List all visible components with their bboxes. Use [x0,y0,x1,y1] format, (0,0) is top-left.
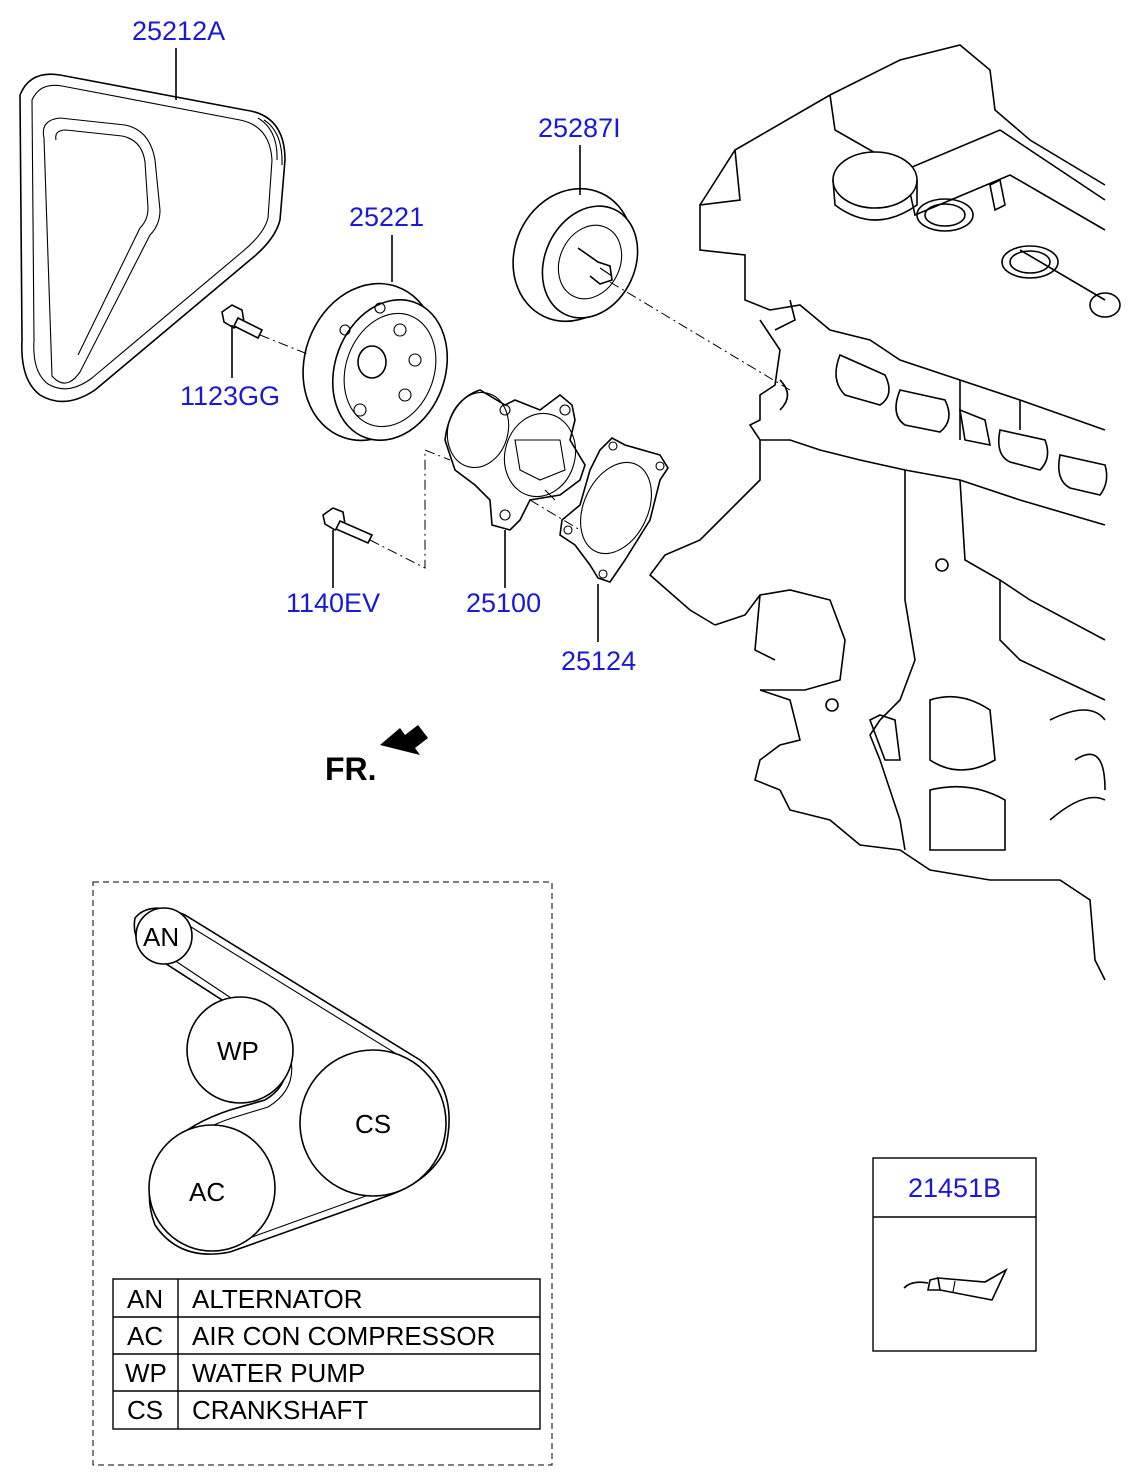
part-label-gasket[interactable]: 25124 [561,646,636,676]
front-arrow-icon [380,725,428,755]
pulley-cs [299,1049,447,1197]
part-label-water-pump[interactable]: 25100 [466,588,541,618]
legend-name: ALTERNATOR [192,1284,362,1314]
part-label-tensioner-pulley[interactable]: 25287I [538,113,621,143]
gasket-illustration [559,437,669,583]
pulley-ac [148,1124,276,1252]
pulley-label-an: AN [143,922,179,952]
sealant-part-box: 21451B [872,1157,1037,1352]
assembly-centerlines [259,281,791,569]
pulley-wp [186,996,294,1104]
pulley-label-wp: WP [217,1036,259,1066]
pulley-bolt-illustration [221,304,264,340]
leader-lines [175,48,599,642]
pump-bolt-illustration [322,507,374,545]
oil-cap-icon [832,151,918,209]
part-label-belt[interactable]: 25212A [132,16,225,46]
belt-routing-box: AN WP CS AC AN ALTERNATOR AC AIR CON COM… [92,881,553,1466]
pulley-legend-table: AN ALTERNATOR AC AIR CON COMPRESSOR WP W… [112,1278,541,1430]
sealant-tube-icon [903,1268,1008,1301]
legend-code: AC [127,1321,163,1351]
legend-name: CRANKSHAFT [192,1395,368,1425]
legend-code: CS [127,1395,163,1425]
tensioner-pulley-illustration [512,187,639,323]
engine-block-illustration [648,44,1121,981]
pulley-label-ac: AC [189,1177,225,1207]
pulley-label-cs: CS [355,1109,391,1139]
part-label-pump-pulley[interactable]: 25221 [349,202,424,232]
legend-name: AIR CON COMPRESSOR [192,1321,495,1351]
legend-code: AN [127,1284,163,1314]
front-label: FR. [325,751,377,787]
front-direction-indicator: FR. [325,725,428,787]
drive-belt-illustration [19,73,286,403]
water-pump-illustration [444,389,586,531]
part-label-pump-bolt[interactable]: 1140EV [286,588,380,618]
part-label-pulley-bolt[interactable]: 1123GG [180,381,280,411]
part-label-sealant[interactable]: 21451B [908,1173,1001,1203]
pump-pulley-illustration [302,282,449,442]
pulley-an [135,907,193,965]
legend-name: WATER PUMP [192,1358,365,1388]
legend-code: WP [125,1358,167,1388]
